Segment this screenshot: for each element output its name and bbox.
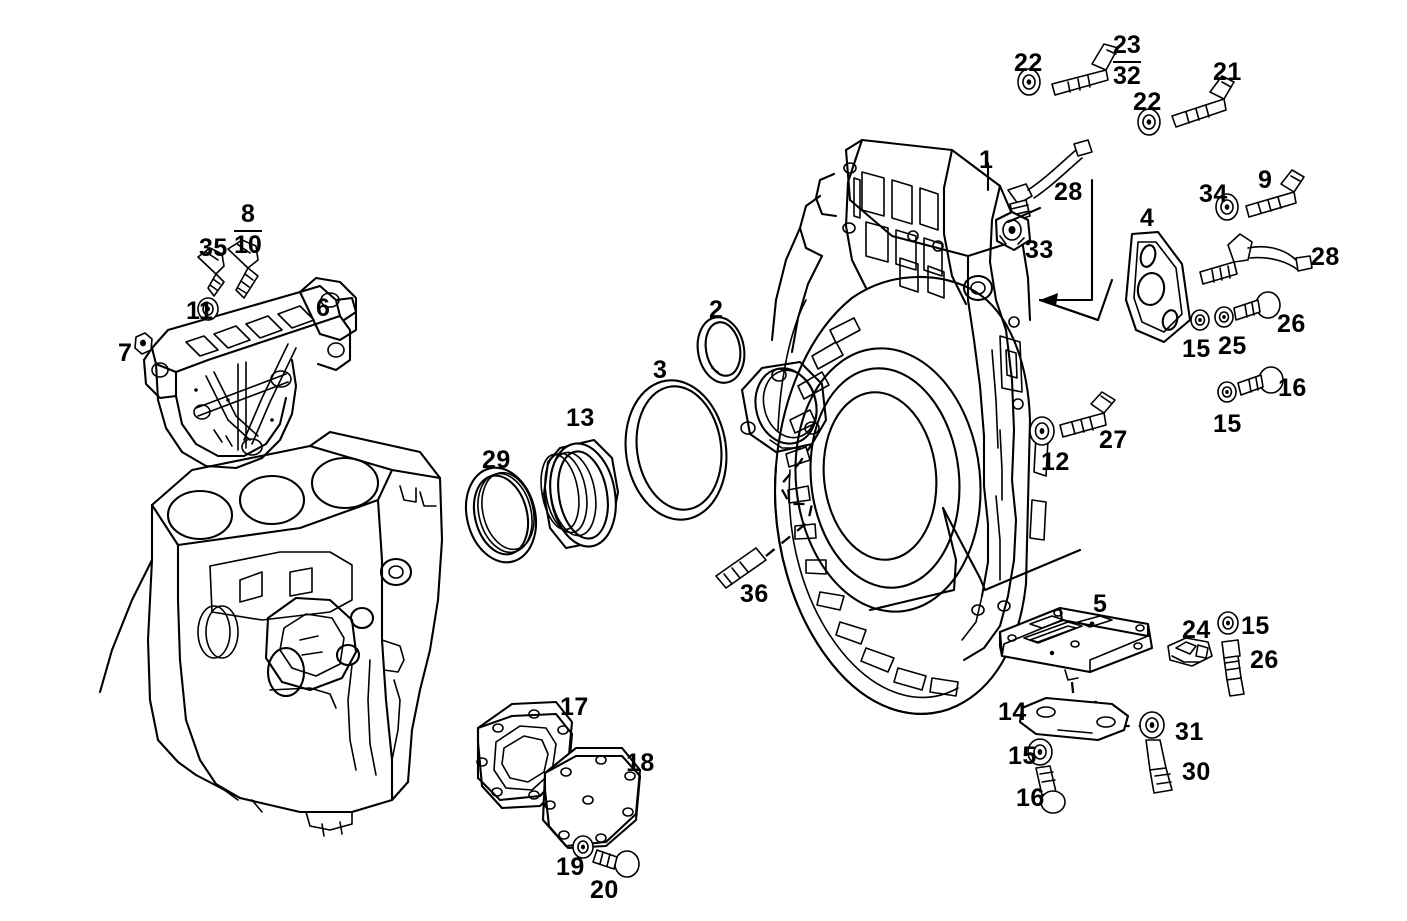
callout-31: 31	[1175, 718, 1204, 746]
part-21-bolt	[1171, 75, 1235, 128]
callout-4: 4	[1140, 204, 1155, 232]
part-7-nut	[134, 332, 153, 355]
callout-17: 17	[560, 693, 589, 721]
part-3-o-ring	[624, 379, 728, 521]
callout-11: 11	[186, 297, 214, 325]
leader-5-left	[868, 506, 958, 612]
callout-8: 8	[240, 200, 255, 228]
part-34-washer	[1215, 193, 1239, 221]
callout-3: 3	[653, 356, 668, 384]
callout-9: 9	[1258, 166, 1273, 194]
part-9-bolt	[1245, 169, 1305, 218]
callout-7: 7	[118, 339, 133, 367]
part-26-stud-b	[1221, 639, 1245, 697]
callout-34: 34	[1199, 180, 1228, 208]
part-28-banjo-bolt-right	[1199, 233, 1313, 285]
callout-26-b: 26	[1250, 646, 1279, 674]
part-28-sensor-top	[1007, 139, 1093, 222]
callout-19: 19	[556, 853, 585, 881]
leader-5-right	[941, 506, 1082, 592]
callout-15-c: 15	[1241, 612, 1270, 640]
callout-23-32: 23 32	[1113, 31, 1141, 90]
part-16-bolt-b	[1035, 765, 1066, 814]
part-26-stud-a	[1233, 291, 1281, 321]
part-29-seal-ring	[464, 466, 538, 564]
part-14-oval-cover	[1018, 696, 1130, 742]
callout-30: 30	[1182, 758, 1211, 786]
callout-15-b: 15	[1213, 410, 1242, 438]
leader-arrowhead-4	[1040, 293, 1058, 306]
callout-8-10: 8 10	[234, 200, 262, 259]
callout-18: 18	[626, 749, 655, 777]
part-6-support-bracket	[142, 276, 358, 470]
part-15-washer-a	[1190, 309, 1210, 331]
fraction-bar-8-10	[234, 229, 262, 232]
callout-24: 24	[1182, 616, 1211, 644]
callout-32: 32	[1113, 61, 1141, 90]
callout-10: 10	[234, 230, 262, 259]
part-25-spacer	[1214, 306, 1234, 328]
part-11-washer	[197, 297, 219, 321]
callout-2: 2	[709, 296, 724, 324]
part-15-washer-b	[1217, 381, 1237, 403]
part-1-flywheel-housing	[740, 138, 1049, 715]
callout-15-d: 15	[1008, 742, 1037, 770]
callout-35: 35	[199, 234, 228, 262]
callout-16-b: 16	[1016, 784, 1045, 812]
leader-33	[1006, 206, 1042, 224]
part-23-32-bolt	[1051, 43, 1119, 96]
part-22-washer-a	[1017, 68, 1041, 96]
part-13-radial-seal	[540, 438, 620, 550]
callout-22-a: 22	[1014, 49, 1043, 77]
callout-14: 14	[998, 698, 1027, 726]
part-12-washer	[1029, 416, 1055, 446]
fraction-bar-23-32	[1113, 60, 1141, 63]
part-33-nut	[994, 210, 1032, 252]
callout-20: 20	[590, 876, 619, 904]
callout-13: 13	[566, 404, 595, 432]
part-35-bolt	[197, 247, 225, 297]
part-16-bolt-a	[1237, 366, 1284, 396]
callout-27: 27	[1099, 426, 1128, 454]
callout-33: 33	[1025, 236, 1054, 264]
part-8-10-bolt	[227, 239, 259, 299]
part-36-dowel-pin	[715, 547, 767, 589]
part-19-washer	[572, 835, 594, 859]
part-15-washer-d	[1027, 738, 1053, 766]
part-24-clamp	[1167, 637, 1213, 667]
callout-22-b: 22	[1133, 88, 1162, 116]
callout-16-a: 16	[1278, 374, 1307, 402]
part-27-bolt	[1059, 391, 1116, 438]
part-18-cover-plate	[541, 746, 642, 850]
callout-1: 1	[979, 146, 994, 174]
part-5-cover-plate	[998, 606, 1154, 681]
leader-4-upper	[1038, 178, 1094, 302]
callout-28-a: 28	[1054, 178, 1083, 206]
part-20-bolt	[592, 849, 640, 878]
callout-36: 36	[740, 580, 769, 608]
callout-28-b: 28	[1311, 243, 1340, 271]
callout-5: 5	[1093, 590, 1108, 618]
part-2-seal-ring-small	[696, 316, 746, 384]
callout-21: 21	[1213, 58, 1242, 86]
callout-25: 25	[1218, 332, 1247, 360]
part-31-washer	[1139, 711, 1165, 739]
leader-dashed-36	[765, 443, 814, 557]
callout-29: 29	[482, 446, 511, 474]
part-15-washer-c	[1217, 611, 1239, 635]
callout-26-a: 26	[1277, 310, 1306, 338]
part-30-stud	[1145, 739, 1173, 794]
callout-12: 12	[1041, 448, 1070, 476]
callout-6: 6	[316, 294, 331, 322]
part-4-flange-plate	[1124, 230, 1192, 344]
part-22-washer-b	[1137, 108, 1161, 136]
callout-15-a: 15	[1182, 335, 1211, 363]
engine-block	[98, 430, 444, 837]
housing-flange-slots	[785, 317, 1049, 697]
callout-23: 23	[1113, 31, 1141, 59]
